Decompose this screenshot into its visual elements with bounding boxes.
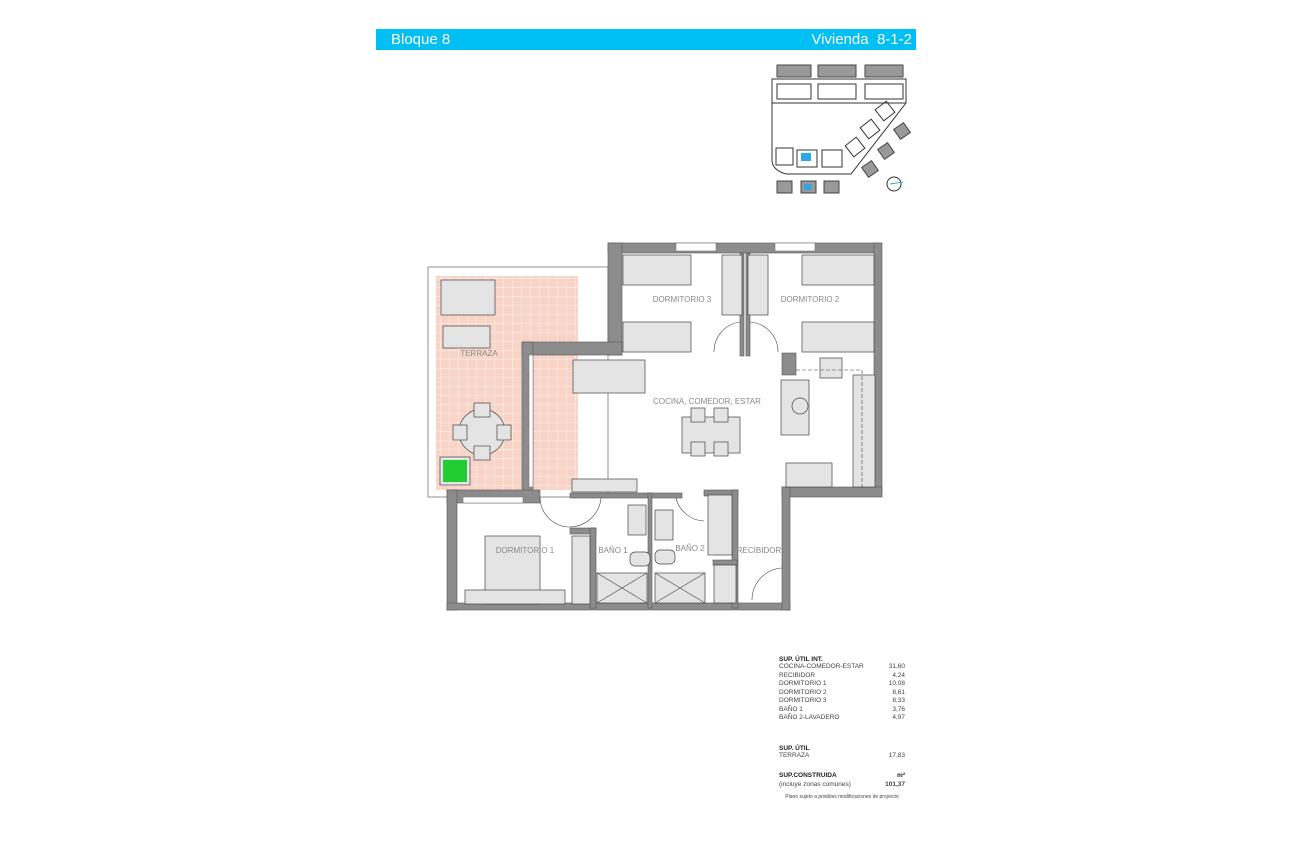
area-row: RECIBIDOR 4,24 (779, 672, 905, 681)
green-planter (443, 460, 467, 482)
area-row: COCINA-COMEDOR-ESTAR 31,60 (779, 663, 905, 672)
block-title: Bloque 8 (391, 31, 451, 48)
area-row: BAÑO 1 3,76 (779, 706, 905, 715)
room-label-bano1: BAÑO 1 (598, 546, 628, 555)
furniture (440, 254, 876, 605)
room-label-recibidor: RECIBIDOR (737, 546, 782, 555)
area-value: 3,76 (892, 705, 905, 713)
area-value: 8,33 (892, 697, 905, 704)
area-value: 10,08 (888, 680, 905, 687)
room-label-cocina: COCINA, COMEDOR, ESTAR (653, 397, 761, 406)
area-name: TERRAZA (779, 751, 810, 759)
util-heading: SUP. ÚTIL (779, 744, 810, 752)
area-value: 4,24 (892, 671, 905, 679)
area-row: DORMITORIO 2 8,61 (779, 689, 905, 698)
built-value: 101,37 (885, 780, 905, 788)
area-name: RECIBIDOR (779, 671, 816, 679)
unit-id: 8-1-2 (876, 31, 912, 48)
built-unit: m² (897, 772, 905, 779)
area-name: COCINA-COMEDOR-ESTAR (779, 663, 864, 670)
walls (446, 242, 883, 611)
unit-highlight (801, 153, 811, 161)
built-heading: SUP.CONSTRUIDA (779, 772, 837, 779)
area-name: BAÑO 2-LAVADERO (779, 714, 840, 721)
unit-label: Vivienda (811, 31, 869, 48)
room-label-dormitorio1: DORMITORIO 1 (496, 546, 555, 555)
block-outline (771, 78, 907, 175)
area-name: BAÑO 1 (779, 705, 803, 713)
area-value: 31,60 (888, 663, 905, 670)
area-table: SUP. ÚTIL INT. COCINA-COMEDOR-ESTAR 31,60… (779, 654, 905, 800)
area-value: 4,97 (892, 714, 905, 721)
area-name: DORMITORIO 1 (779, 680, 827, 687)
area-value: 17,83 (888, 751, 905, 759)
room-label-dormitorio3: DORMITORIO 3 (653, 295, 712, 304)
built-note: (incluye zonas comunes) (779, 780, 851, 788)
disclaimer: Plano sujeto a posibles modificaciones d… (785, 794, 899, 800)
room-label-terraza: TERRAZA (460, 349, 498, 358)
area-value: 8,61 (892, 688, 905, 696)
area-row: BAÑO 2-LAVADERO 4,97 (779, 714, 905, 723)
room-label-dormitorio2: DORMITORIO 2 (781, 295, 840, 304)
area-row: DORMITORIO 3 8,33 (779, 697, 905, 706)
interior-heading: SUP. ÚTIL INT. (779, 656, 823, 663)
area-name: DORMITORIO 2 (779, 688, 827, 696)
parking-rows (776, 64, 912, 194)
unit-title: Vivienda 8-1-2 (811, 31, 912, 48)
room-label-bano2: BAÑO 2 (675, 544, 705, 553)
area-row: TERRAZA 17,83 (779, 752, 905, 761)
header-bar: Bloque 8 Vivienda 8-1-2 (376, 29, 916, 50)
area-row: DORMITORIO 1 10,08 (779, 680, 905, 689)
area-name: DORMITORIO 3 (779, 697, 827, 704)
